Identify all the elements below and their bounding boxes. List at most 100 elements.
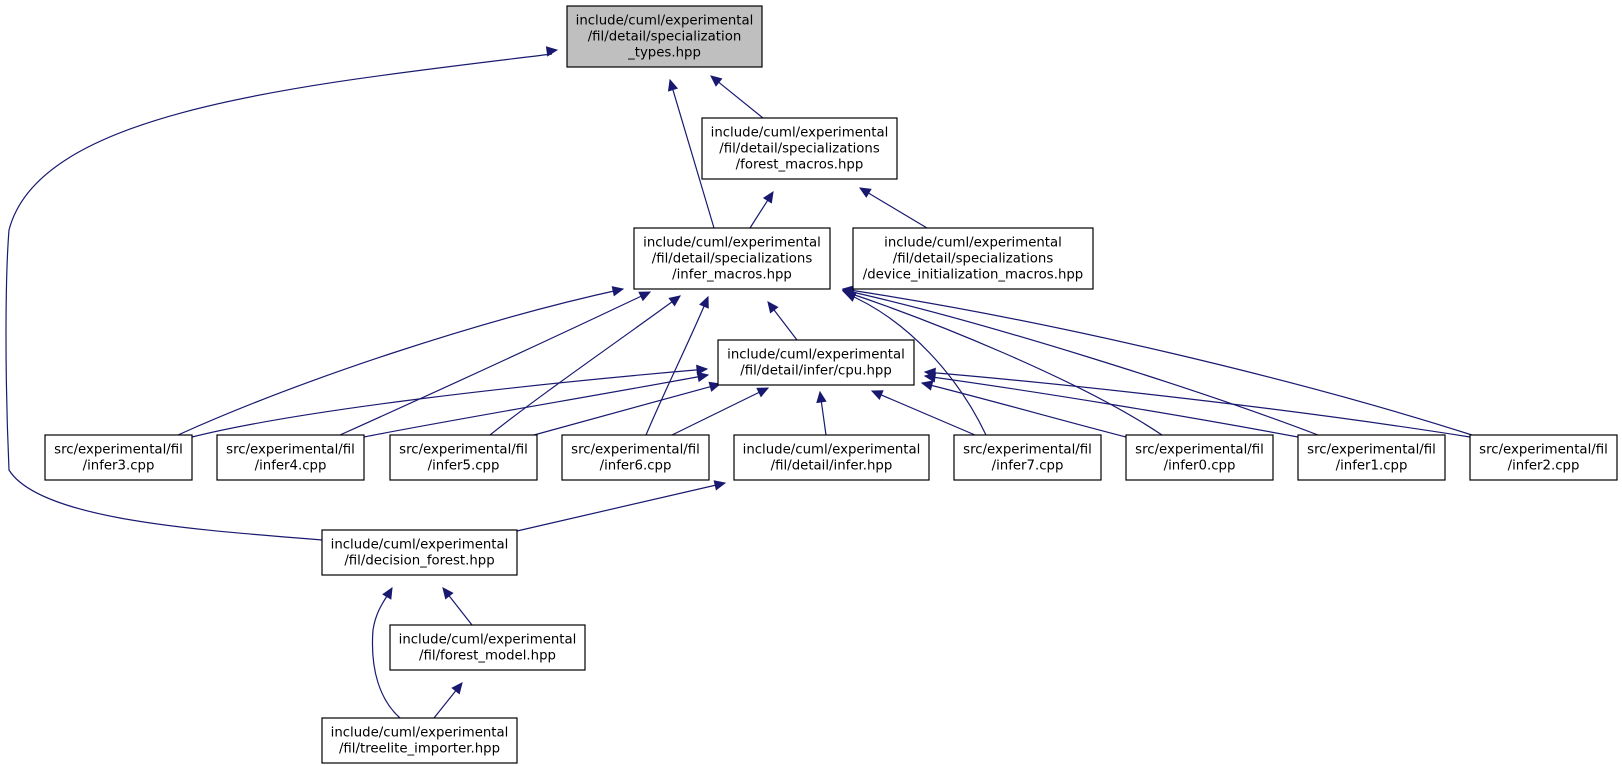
node-box — [717, 339, 915, 386]
arrowhead-infer2-to-infer_macros — [841, 285, 855, 296]
arrowhead-decision_forest-to-spec_types — [545, 46, 559, 57]
edge-forest_macros-to-spec_types — [718, 81, 764, 119]
node-label-line: include/cuml/experimental — [331, 538, 509, 553]
node-infer5[interactable]: src/experimental/fil/infer5.cpp — [389, 434, 538, 481]
node-infer2[interactable]: src/experimental/fil/infer2.cpp — [1469, 434, 1618, 481]
node-label-line: src/experimental/fil — [226, 443, 355, 458]
node-label-line: /infer_macros.hpp — [672, 268, 792, 283]
node-box — [953, 434, 1102, 481]
arrowhead-infer6-to-infer_macros — [699, 295, 709, 309]
arrowhead-treelite_importer-to-decision_forest — [382, 586, 393, 600]
node-label-line: include/cuml/experimental — [884, 236, 1062, 251]
node-label-line: /fil/detail/specializations — [893, 252, 1054, 267]
node-label-line: /fil/detail/infer.hpp — [771, 459, 893, 474]
edge-infer_macros-to-forest_macros — [749, 200, 769, 229]
arrowhead-infer0-to-cpu — [920, 380, 934, 391]
node-infer1[interactable]: src/experimental/fil/infer1.cpp — [1297, 434, 1446, 481]
edge-infer5-to-cpu — [533, 386, 711, 436]
arrowhead-infer3-to-cpu — [696, 364, 709, 376]
node-label-line: /fil/forest_model.hpp — [419, 649, 556, 664]
node-box — [852, 227, 1094, 290]
node-infer3[interactable]: src/experimental/fil/infer3.cpp — [44, 434, 193, 481]
node-box — [1125, 434, 1274, 481]
arrowhead-infer7-to-cpu — [870, 390, 884, 400]
node-box — [633, 227, 831, 290]
node-label-line: src/experimental/fil — [571, 443, 700, 458]
node-label-line: include/cuml/experimental — [331, 726, 509, 741]
node-box — [566, 5, 763, 68]
node-label-line: /fil/detail/specializations — [719, 142, 880, 157]
node-infer4[interactable]: src/experimental/fil/infer4.cpp — [216, 434, 365, 481]
node-box — [389, 434, 538, 481]
edge-infer_macros-to-spec_types — [672, 89, 715, 229]
node-label-line: /infer4.cpp — [255, 459, 327, 474]
edge-infer2-to-infer_macros — [842, 288, 1473, 436]
edges-layer — [5, 46, 1473, 719]
node-label-line: include/cuml/experimental — [711, 126, 889, 141]
node-label-line: include/cuml/experimental — [643, 236, 821, 251]
arrowhead-infer_hpp-to-cpu — [816, 390, 827, 404]
node-box — [1469, 434, 1618, 481]
node-infer0[interactable]: src/experimental/fil/infer0.cpp — [1125, 434, 1274, 481]
node-label-line: /forest_macros.hpp — [736, 158, 864, 173]
node-box — [561, 434, 710, 481]
edge-treelite_importer-to-forest_model — [433, 690, 457, 719]
node-label-line: _types.hpp — [627, 46, 701, 61]
node-label-line: /infer1.cpp — [1336, 459, 1408, 474]
arrowhead-decision_forest-to-infer_hpp — [713, 480, 727, 491]
node-box — [733, 434, 930, 481]
edge-infer3-to-infer_macros — [177, 288, 624, 436]
node-label-line: src/experimental/fil — [399, 443, 528, 458]
edge-infer4-to-cpu — [363, 374, 709, 438]
edge-treelite_importer-to-decision_forest — [371, 587, 401, 719]
node-label-line: include/cuml/experimental — [399, 633, 577, 648]
edge-infer1-to-infer_macros — [842, 289, 1319, 436]
node-label-line: /fil/detail/specialization — [588, 30, 742, 45]
arrowhead-infer_macros-to-forest_macros — [762, 190, 774, 204]
node-label-line: /fil/detail/infer/cpu.hpp — [740, 364, 892, 379]
node-treelite_importer[interactable]: include/cuml/experimental/fil/treelite_i… — [321, 717, 518, 764]
edge-infer2-to-cpu — [924, 371, 1471, 438]
node-decision_forest[interactable]: include/cuml/experimental/fil/decision_f… — [321, 529, 518, 576]
edge-infer6-to-cpu — [671, 391, 760, 436]
arrowhead-treelite_importer-to-forest_model — [451, 682, 463, 695]
edge-infer0-to-cpu — [921, 382, 1127, 438]
node-label-line: src/experimental/fil — [963, 443, 1092, 458]
edge-infer_hpp-to-cpu — [820, 401, 827, 436]
edge-decision_forest-to-spec_types — [5, 53, 553, 541]
node-infer6[interactable]: src/experimental/fil/infer6.cpp — [561, 434, 710, 481]
node-label-line: src/experimental/fil — [1307, 443, 1436, 458]
edge-decision_forest-to-infer_hpp — [516, 484, 716, 532]
edge-infer1-to-cpu — [924, 375, 1299, 438]
node-spec_types[interactable]: include/cuml/experimental/fil/detail/spe… — [566, 5, 763, 68]
arrowhead-infer4-to-cpu — [696, 371, 710, 383]
node-box — [1297, 434, 1446, 481]
edge-infer6-to-infer_macros — [645, 296, 709, 436]
arrowhead-infer3-to-infer_macros — [611, 286, 625, 297]
node-infer_macros[interactable]: include/cuml/experimental/fil/detail/spe… — [633, 227, 831, 290]
node-label-line: /infer5.cpp — [428, 459, 500, 474]
node-label-line: /infer7.cpp — [992, 459, 1064, 474]
node-forest_model[interactable]: include/cuml/experimental/fil/forest_mod… — [389, 624, 586, 671]
edge-infer7-to-cpu — [880, 394, 976, 436]
node-device_init[interactable]: include/cuml/experimental/fil/detail/spe… — [852, 227, 1094, 290]
arrowhead-infer6-to-cpu — [756, 387, 770, 398]
arrowhead-forest_macros-to-spec_types — [710, 75, 723, 87]
arrowhead-infer2-to-cpu — [923, 367, 936, 379]
nodes-layer: include/cuml/experimental/fil/detail/spe… — [44, 5, 1618, 764]
edge-infer4-to-infer_macros — [339, 291, 651, 436]
node-forest_macros[interactable]: include/cuml/experimental/fil/detail/spe… — [701, 117, 898, 180]
node-label-line: include/cuml/experimental — [576, 14, 754, 29]
arrowhead-device_init-to-forest_macros — [858, 187, 872, 198]
edge-cpu-to-infer_macros — [773, 309, 798, 341]
node-box — [701, 117, 898, 180]
node-label-line: /infer0.cpp — [1164, 459, 1236, 474]
node-infer_hpp[interactable]: include/cuml/experimental/fil/detail/inf… — [733, 434, 930, 481]
node-infer7[interactable]: src/experimental/fil/infer7.cpp — [953, 434, 1102, 481]
arrowhead-infer_macros-to-spec_types — [667, 78, 679, 92]
node-label-line: /infer6.cpp — [600, 459, 672, 474]
edge-device_init-to-forest_macros — [868, 192, 928, 229]
edge-infer5-to-infer_macros — [489, 295, 681, 436]
node-cpu[interactable]: include/cuml/experimental/fil/detail/inf… — [717, 339, 915, 386]
